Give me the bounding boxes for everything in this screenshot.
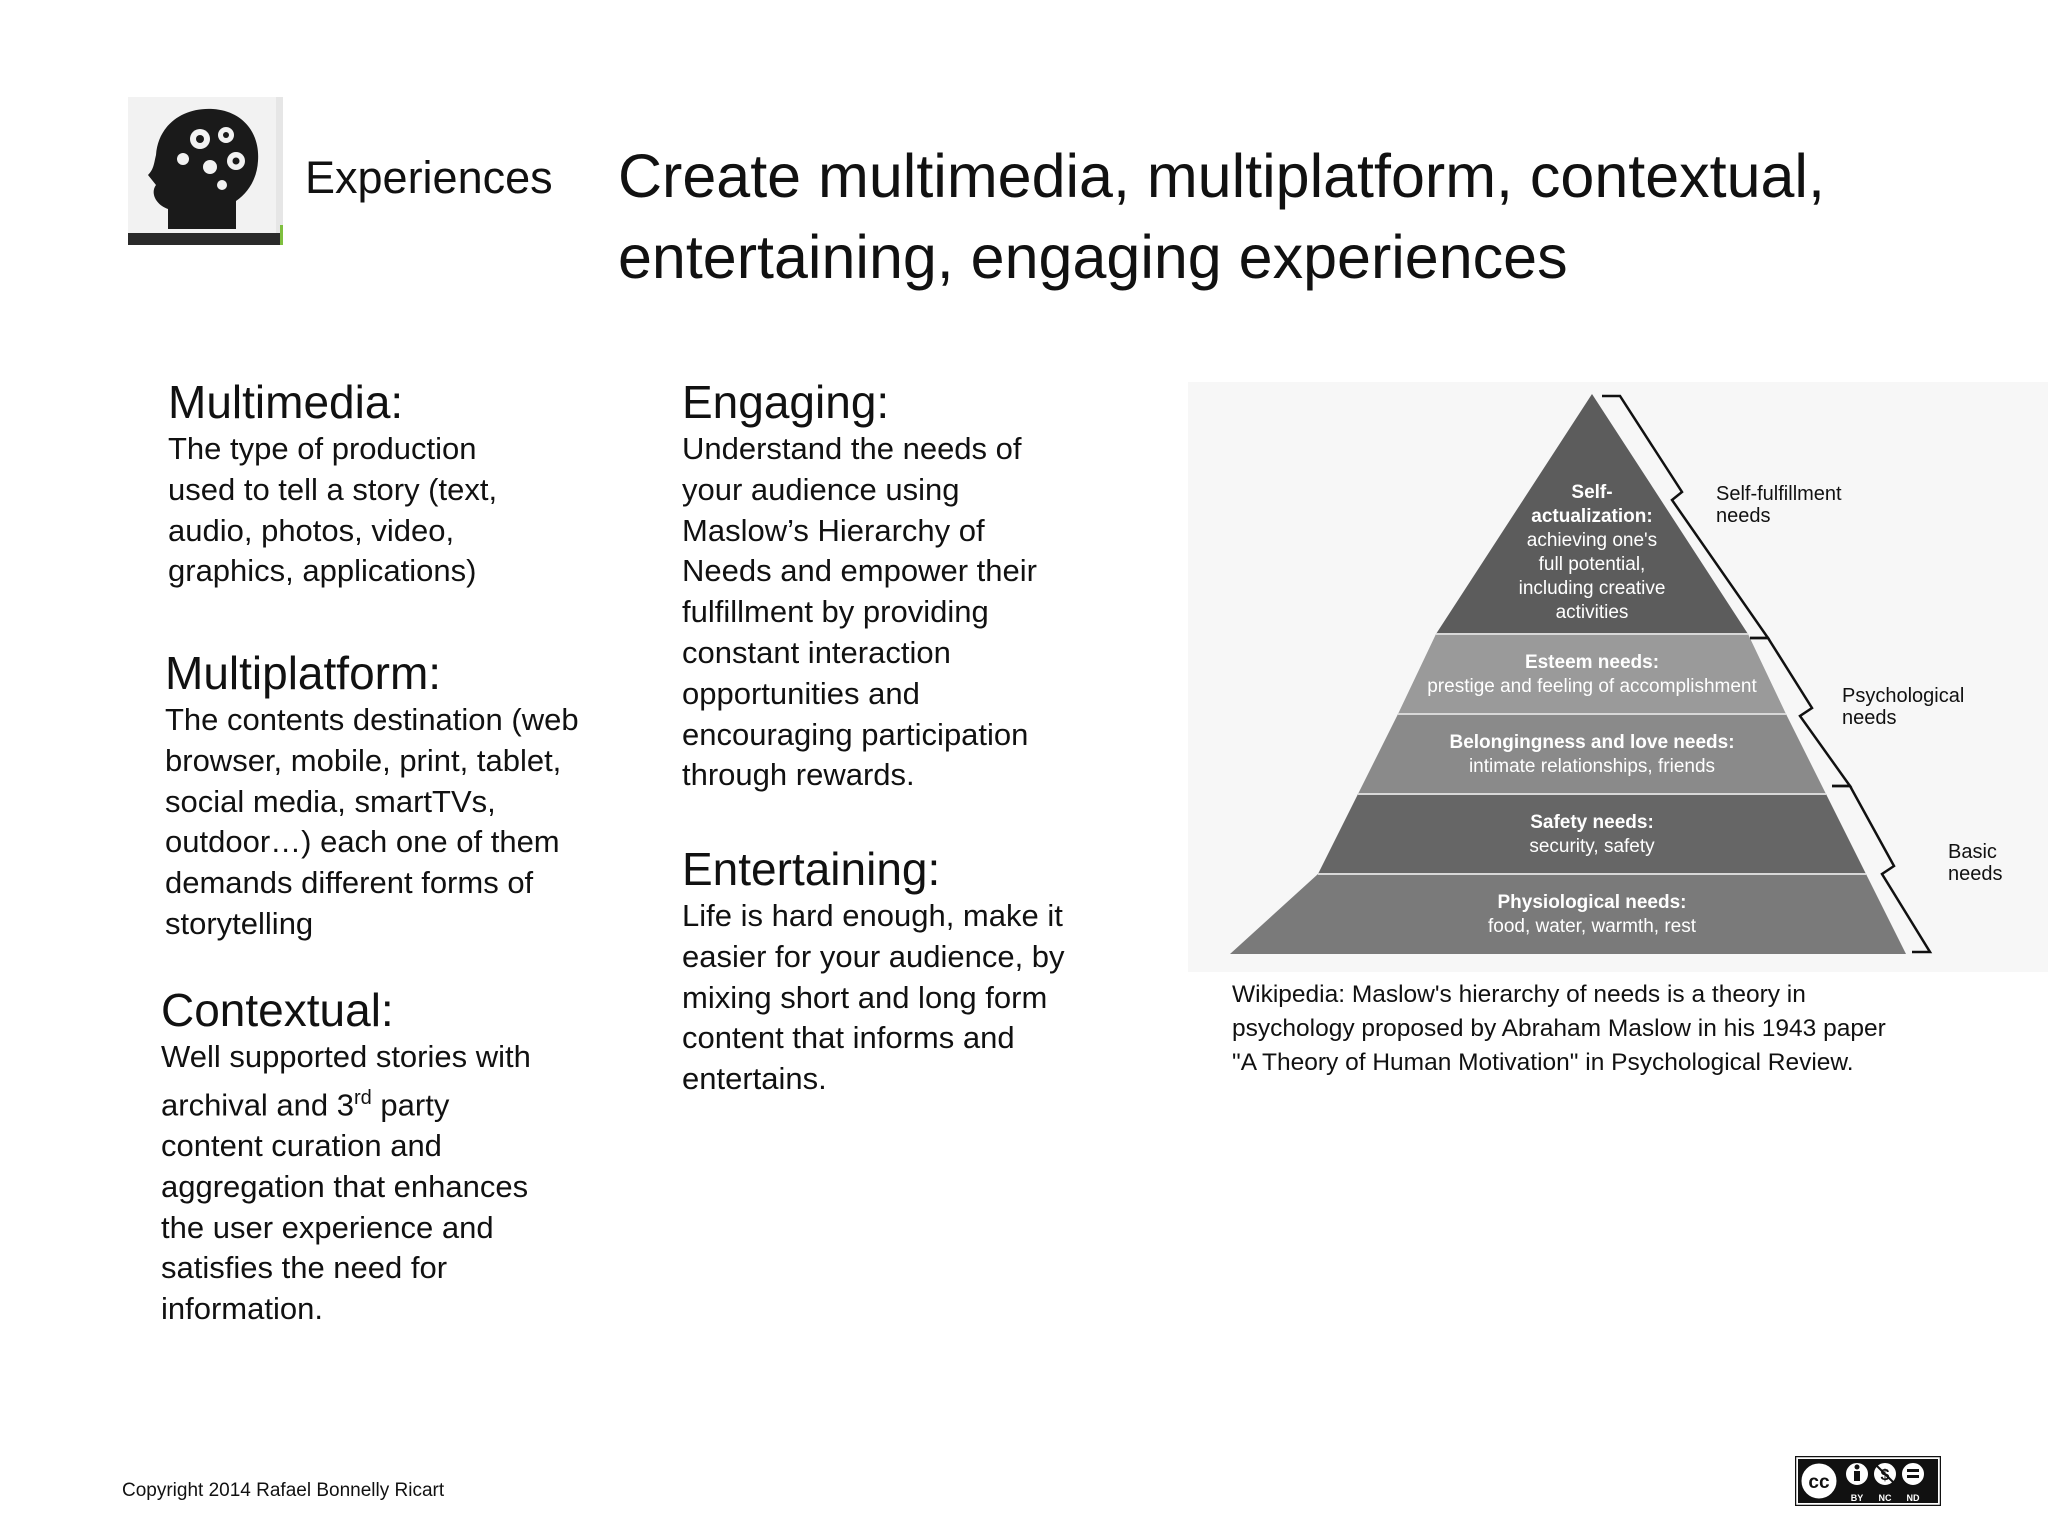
license-nc: NC xyxy=(1879,1493,1892,1503)
engaging-line: opportunities and xyxy=(682,675,920,711)
pyramid-level-safety xyxy=(1318,794,1866,874)
contextual-line: information. xyxy=(161,1291,323,1327)
multiplatform-line: social media, smartTVs, xyxy=(165,783,496,819)
entertaining-line: easier for your audience, by xyxy=(682,938,1065,974)
group-label: needs xyxy=(1948,863,2003,885)
engaging-line: Needs and empower their xyxy=(682,553,1037,589)
pyramid-level-self-actualization xyxy=(1436,394,1748,634)
contextual-line: archival and 3rd party xyxy=(161,1078,621,1126)
multimedia-line: graphics, applications) xyxy=(168,553,477,589)
entertaining-line: Life is hard enough, make it xyxy=(682,898,1063,933)
contextual-text: party xyxy=(371,1087,450,1123)
level-desc: activities xyxy=(1556,602,1629,623)
contextual-line: aggregation that enhances xyxy=(161,1168,529,1204)
engaging-heading: Engaging: xyxy=(682,376,890,428)
level-desc: including creative xyxy=(1519,578,1666,599)
pyramid-caption: Wikipedia: Maslow's hierarchy of needs i… xyxy=(1232,978,2032,1080)
multimedia-line: used to tell a story (text, xyxy=(168,471,498,507)
entertaining-section: Entertaining: Life is hard enough, make … xyxy=(682,842,1102,1100)
engaging-line: encouraging participation xyxy=(682,716,1029,752)
license-nd: ND xyxy=(1907,1493,1920,1503)
creative-commons-license-icon: cc $ BY NC ND xyxy=(1794,1455,1942,1507)
level-desc: security, safety xyxy=(1529,836,1655,857)
multimedia-line: The type of production xyxy=(168,431,477,466)
maslow-pyramid: Self- actualization: achieving one's ful… xyxy=(1188,382,2048,972)
level-name: Physiological needs: xyxy=(1498,892,1687,913)
contextual-heading: Contextual: xyxy=(161,984,394,1036)
group-label: needs xyxy=(1842,707,1897,729)
level-name: Safety needs: xyxy=(1530,812,1654,833)
pyramid-level-esteem xyxy=(1398,634,1786,714)
level-name: Esteem needs: xyxy=(1525,652,1659,673)
engaging-section: Engaging: Understand the needs of your a… xyxy=(682,375,1102,796)
title-line: entertaining, engaging experiences xyxy=(618,223,1568,291)
contextual-text: archival and 3 xyxy=(161,1087,355,1123)
group-label: Basic xyxy=(1948,841,1997,863)
caption-line: "A Theory of Human Motivation" in Psycho… xyxy=(1232,1049,1854,1076)
contextual-line: Well supported stories with xyxy=(161,1039,531,1074)
multiplatform-heading: Multiplatform: xyxy=(165,647,442,699)
entertaining-line: content that informs and xyxy=(682,1020,1015,1056)
level-desc: prestige and feeling of accomplishment xyxy=(1427,676,1757,697)
level-desc: intimate relationships, friends xyxy=(1469,756,1715,777)
head-gears-logo-icon xyxy=(128,97,283,245)
copyright-notice: Copyright 2014 Rafael Bonnelly Ricart xyxy=(122,1480,445,1501)
level-desc: full potential, xyxy=(1539,554,1646,575)
group-label: Self-fulfillment xyxy=(1716,483,1842,505)
contextual-line: the user experience and xyxy=(161,1209,494,1245)
engaging-line: Understand the needs of xyxy=(682,431,1022,466)
entertaining-heading: Entertaining: xyxy=(682,843,941,895)
level-desc: food, water, warmth, rest xyxy=(1488,916,1697,937)
multiplatform-section: Multiplatform: The contents destination … xyxy=(165,646,625,945)
contextual-line: satisfies the need for xyxy=(161,1250,448,1286)
group-label: needs xyxy=(1716,505,1771,527)
title-line: Create multimedia, multiplatform, contex… xyxy=(618,142,1825,210)
level-desc: achieving one's xyxy=(1527,530,1657,551)
svg-text:$: $ xyxy=(1881,1467,1890,1484)
engaging-line: Maslow’s Hierarchy of xyxy=(682,512,985,548)
cc-symbol: cc xyxy=(1808,1472,1830,1493)
license-by: BY xyxy=(1851,1493,1864,1503)
entertaining-line: mixing short and long form xyxy=(682,979,1048,1015)
caption-line: psychology proposed by Abraham Maslow in… xyxy=(1232,1015,1886,1042)
pyramid-level-belonging xyxy=(1358,714,1826,794)
pyramid-level-physiological xyxy=(1230,874,1906,954)
multiplatform-line: demands different forms of xyxy=(165,865,534,901)
caption-line: Wikipedia: Maslow's hierarchy of needs i… xyxy=(1232,981,1806,1008)
entertaining-line: entertains. xyxy=(682,1061,827,1097)
multiplatform-line: browser, mobile, print, tablet, xyxy=(165,742,562,778)
multiplatform-line: storytelling xyxy=(165,905,314,941)
contextual-section: Contextual: Well supported stories with … xyxy=(161,983,621,1330)
engaging-line: constant interaction xyxy=(682,634,951,670)
ordinal-suffix: rd xyxy=(354,1086,372,1109)
multimedia-line: audio, photos, video, xyxy=(168,512,455,548)
contextual-line: content curation and xyxy=(161,1127,442,1163)
engaging-line: fulfillment by providing xyxy=(682,594,989,630)
level-name: Belongingness and love needs: xyxy=(1449,732,1734,753)
multimedia-section: Multimedia: The type of production used … xyxy=(168,375,628,592)
multiplatform-line: The contents destination (web xyxy=(165,702,579,737)
level-name: Self- xyxy=(1571,482,1612,503)
engaging-line: through rewards. xyxy=(682,757,915,793)
page-title: Create multimedia, multiplatform, contex… xyxy=(618,136,1998,298)
multimedia-heading: Multimedia: xyxy=(168,376,404,428)
level-name: actualization: xyxy=(1531,506,1652,527)
multiplatform-line: outdoor…) each one of them xyxy=(165,824,560,860)
section-label: Experiences xyxy=(305,152,553,203)
engaging-line: your audience using xyxy=(682,471,960,507)
group-label: Psychological xyxy=(1842,685,1964,707)
